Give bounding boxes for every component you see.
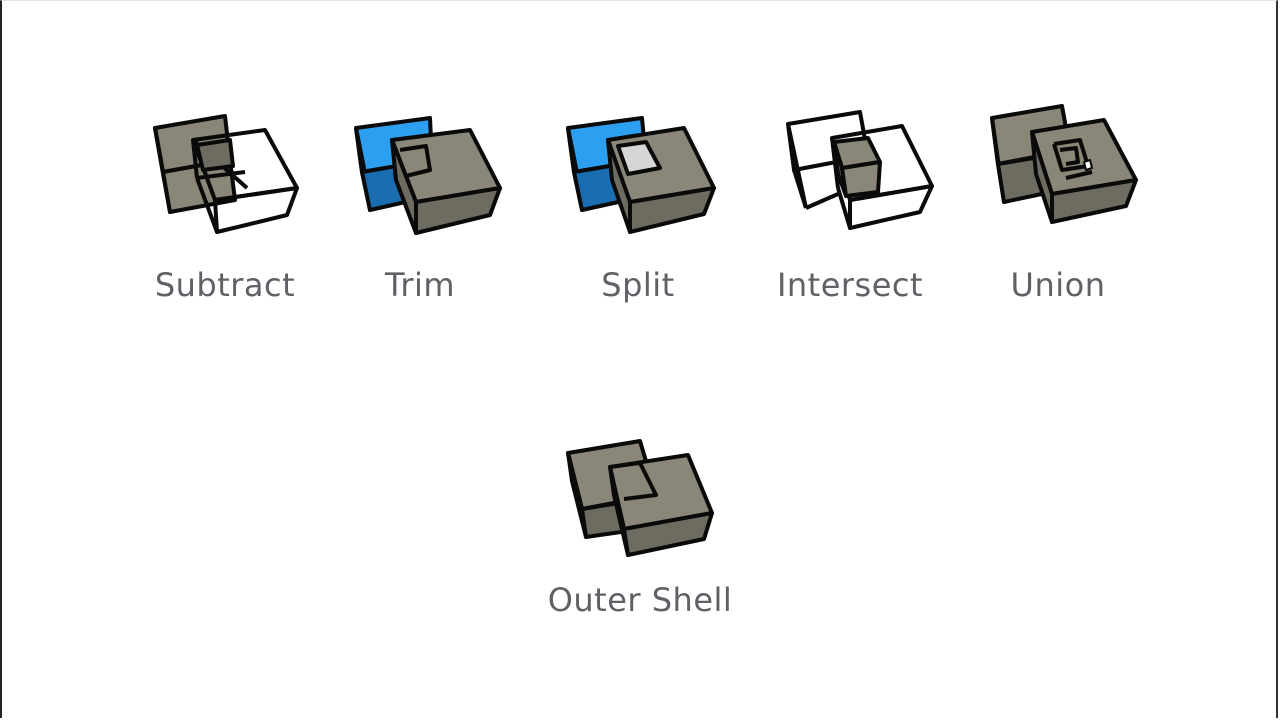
union-tool-button[interactable]: Union	[958, 100, 1158, 315]
trim-label: Trim	[384, 266, 456, 304]
subtract-tool-button[interactable]: Subtract	[125, 100, 325, 315]
outer-shell-icon	[566, 439, 714, 557]
intersect-icon	[786, 110, 934, 230]
union-icon	[990, 104, 1138, 224]
outer-shell-label: Outer Shell	[547, 581, 733, 619]
subtract-label: Subtract	[154, 266, 296, 304]
intersect-tool-button[interactable]: Intersect	[750, 100, 950, 315]
trim-tool-button[interactable]: Trim	[320, 100, 520, 315]
subtract-icon	[153, 114, 299, 234]
intersect-label: Intersect	[776, 266, 924, 304]
split-icon	[566, 116, 716, 234]
split-label: Split	[601, 266, 675, 304]
split-tool-button[interactable]: Split	[538, 100, 738, 315]
union-label: Union	[1010, 266, 1106, 304]
trim-icon	[354, 116, 502, 235]
outer-shell-tool-button[interactable]: Outer Shell	[540, 417, 740, 632]
